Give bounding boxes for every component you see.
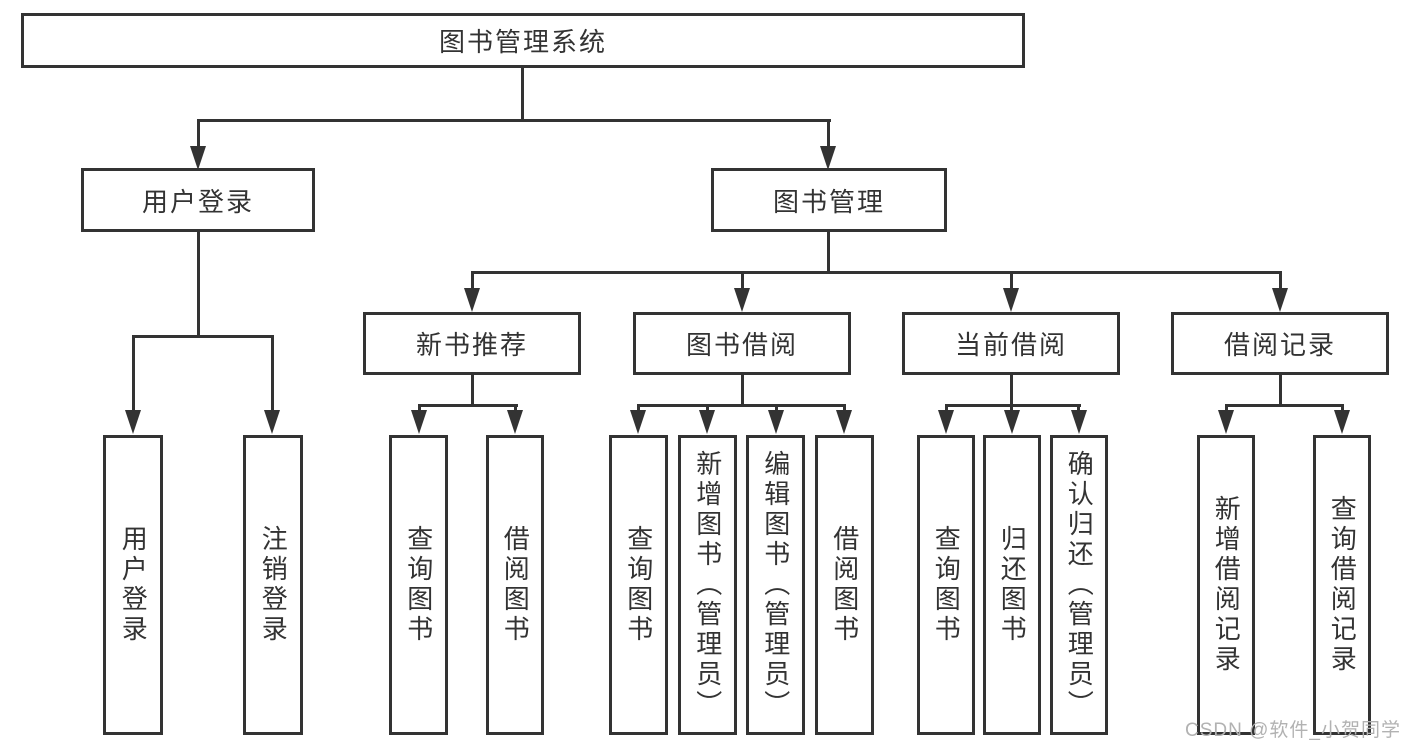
connector-line — [1279, 272, 1282, 290]
arrowhead-icon — [1218, 410, 1234, 434]
connector-line — [514, 405, 517, 413]
leaf-label: 查询图书 — [403, 525, 434, 645]
leaf-current-return-book: 归还图书 — [983, 435, 1041, 735]
connector-line — [1341, 405, 1344, 413]
node-book-management: 图书管理 — [711, 168, 947, 232]
leaf-borrow-add-book-admin: 新增图书（管理员） — [678, 435, 737, 735]
connector-line — [418, 405, 421, 413]
leaf-label: 借阅图书 — [500, 525, 531, 645]
connector-line — [197, 120, 200, 150]
leaf-borrow-query-book: 查询图书 — [609, 435, 668, 735]
connector-line — [1225, 405, 1228, 413]
arrowhead-icon — [836, 410, 852, 434]
leaf-label: 用户登录 — [118, 525, 149, 645]
leaf-current-confirm-return-admin: 确认归还（管理员） — [1050, 435, 1108, 735]
arrowhead-icon — [190, 146, 206, 170]
leaf-current-query-book: 查询图书 — [917, 435, 975, 735]
leaf-label: 新增借阅记录 — [1211, 495, 1242, 675]
leaf-label: 查询图书 — [931, 525, 962, 645]
leaf-borrow-edit-book-admin: 编辑图书（管理员） — [746, 435, 805, 735]
leaf-label: 确认归还（管理员） — [1064, 450, 1095, 720]
connector-management-stub — [827, 231, 830, 273]
arrowhead-icon — [630, 410, 646, 434]
connector-line — [271, 336, 274, 412]
leaf-label: 新增图书（管理员） — [692, 450, 723, 720]
connector-line — [1010, 405, 1013, 413]
node-label: 图书管理系统 — [438, 27, 607, 57]
node-user-login: 用户登录 — [81, 168, 315, 232]
node-book-borrow: 图书借阅 — [633, 312, 851, 375]
arrowhead-icon — [1003, 288, 1019, 312]
arrowhead-icon — [507, 410, 523, 434]
arrowhead-icon — [125, 410, 141, 434]
connector-recommend-hline — [418, 404, 518, 407]
connector-line — [1010, 272, 1013, 290]
arrowhead-icon — [734, 288, 750, 312]
connector-line — [637, 405, 640, 413]
node-label: 新书推荐 — [415, 330, 528, 360]
node-label: 借阅记录 — [1223, 330, 1336, 360]
connector-line — [132, 336, 135, 412]
connector-management-hline — [471, 271, 1282, 274]
connector-line — [471, 272, 474, 290]
node-borrow-record: 借阅记录 — [1171, 312, 1389, 375]
leaf-logout-login: 注销登录 — [243, 435, 303, 735]
arrowhead-icon — [1334, 410, 1350, 434]
leaf-recommend-borrow-book: 借阅图书 — [486, 435, 544, 735]
connector-line — [843, 405, 846, 413]
leaf-recommend-query-book: 查询图书 — [389, 435, 448, 735]
connector-line — [775, 405, 778, 413]
connector-record-stub — [1279, 374, 1282, 407]
arrowhead-icon — [820, 146, 836, 170]
connector-line — [1077, 405, 1080, 413]
connector-line — [706, 405, 709, 413]
connector-login-hline — [132, 335, 274, 338]
node-label: 图书管理 — [772, 186, 885, 217]
node-new-book-recommend: 新书推荐 — [363, 312, 581, 375]
connector-record-hline — [1225, 404, 1344, 407]
leaf-record-query: 查询借阅记录 — [1313, 435, 1371, 735]
leaf-user-login: 用户登录 — [103, 435, 163, 735]
arrowhead-icon — [1004, 410, 1020, 434]
connector-root-stub — [521, 67, 524, 122]
leaf-label: 归还图书 — [997, 525, 1028, 645]
node-library-management-system: 图书管理系统 — [21, 13, 1025, 68]
arrowhead-icon — [699, 410, 715, 434]
connector-current-hline — [945, 404, 1081, 407]
leaf-label: 借阅图书 — [829, 525, 860, 645]
connector-recommend-stub — [471, 374, 474, 407]
node-label: 图书借阅 — [685, 330, 798, 360]
csdn-watermark: CSDN @软件_小贺同学 — [1185, 720, 1401, 741]
leaf-record-add: 新增借阅记录 — [1197, 435, 1255, 735]
leaf-label: 编辑图书（管理员） — [760, 450, 791, 720]
arrowhead-icon — [264, 410, 280, 434]
node-current-borrow: 当前借阅 — [902, 312, 1120, 375]
connector-login-stub — [197, 231, 200, 337]
arrowhead-icon — [1272, 288, 1288, 312]
leaf-borrow-borrow-book: 借阅图书 — [815, 435, 874, 735]
connector-borrow-hline — [637, 404, 846, 407]
connector-root-hline — [197, 119, 831, 122]
connector-line — [945, 405, 948, 413]
arrowhead-icon — [411, 410, 427, 434]
node-label: 用户登录 — [141, 186, 254, 217]
arrowhead-icon — [768, 410, 784, 434]
connector-current-stub — [1010, 374, 1013, 407]
leaf-label: 查询借阅记录 — [1327, 495, 1358, 675]
leaf-label: 查询图书 — [623, 525, 654, 645]
arrowhead-icon — [1071, 410, 1087, 434]
connector-borrow-stub — [741, 374, 744, 407]
arrowhead-icon — [938, 410, 954, 434]
arrowhead-icon — [464, 288, 480, 312]
connector-line — [827, 120, 830, 150]
node-label: 当前借阅 — [954, 330, 1067, 360]
leaf-label: 注销登录 — [258, 525, 289, 645]
connector-line — [741, 272, 744, 290]
